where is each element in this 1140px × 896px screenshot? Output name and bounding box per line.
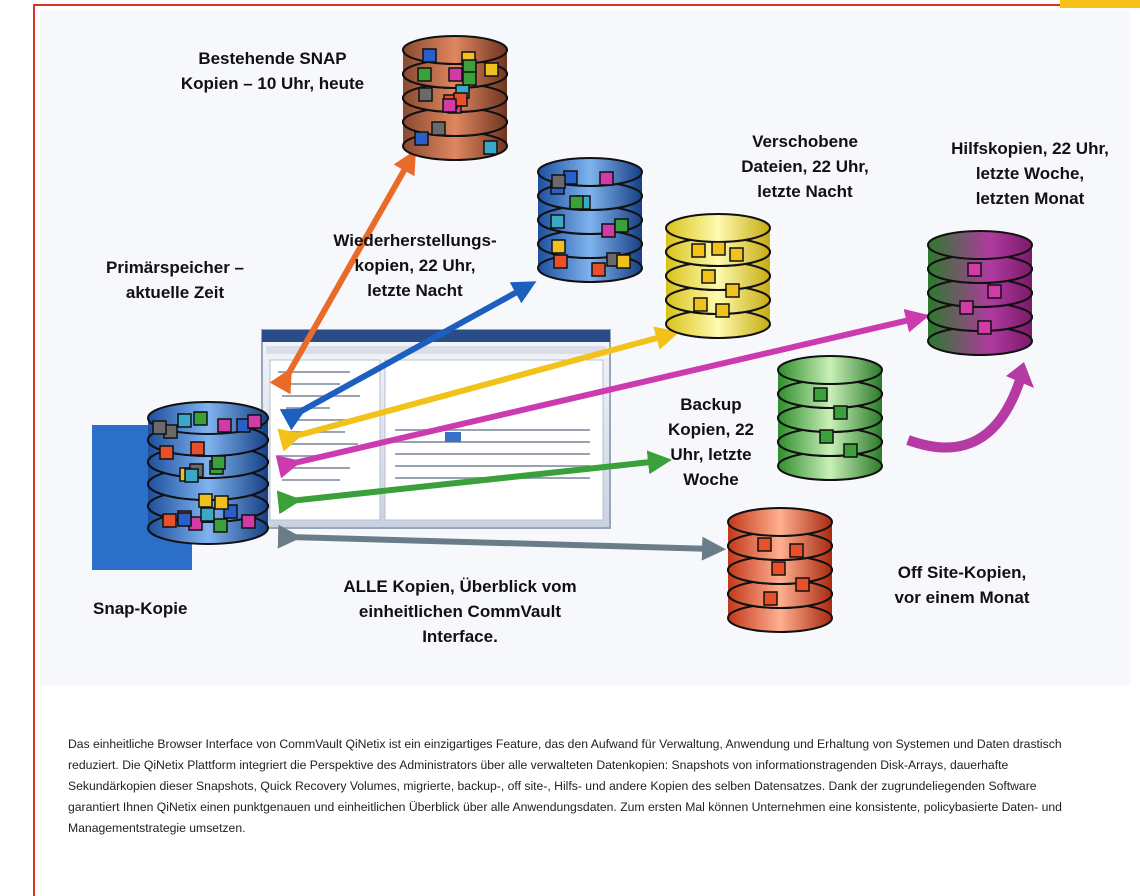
label-recovery-copies: Wiederherstellungs- kopien, 22 Uhr, letz… [333,231,497,300]
label-backup-copies: Backup Kopien, 22 Uhr, letzte Woche [668,395,754,489]
arrow-aux [275,309,930,479]
curved-arrow [906,378,1025,453]
recovery-copies-stack [537,157,643,283]
label-snap-copies: Bestehende SNAP Kopien – 10 Uhr, heute [180,49,365,93]
backup-copies-stack [777,355,883,481]
snap-copies-stack [402,35,508,161]
page-frame [33,4,1140,896]
moved-files-stack [665,213,771,339]
corner-accent [1060,0,1140,8]
label-moved-files: Verschobene Dateien, 22 Uhr, letzte Nach… [741,132,869,201]
label-aux-copies: Hilfskopien, 22 Uhr, letzte Woche, letzt… [951,139,1109,208]
description-paragraph: Das einheitliche Browser Interface von C… [68,737,1062,835]
aux-copies-stack [927,230,1033,356]
primary-storage-stack [147,401,269,545]
arrow-backup [276,450,672,515]
arrow-offsite [277,524,726,561]
label-snap-copy: Snap-Kopie [93,599,188,618]
label-offsite-copies: Off Site-Kopien, vor einem Monat [894,563,1030,607]
offsite-copies-stack [727,507,833,633]
storage-diagram [92,35,1034,633]
label-all-copies: ALLE Kopien, Überblick vom einheitlichen… [343,577,577,646]
label-primary-storage: Primärspeicher – aktuelle Zeit [106,258,244,302]
